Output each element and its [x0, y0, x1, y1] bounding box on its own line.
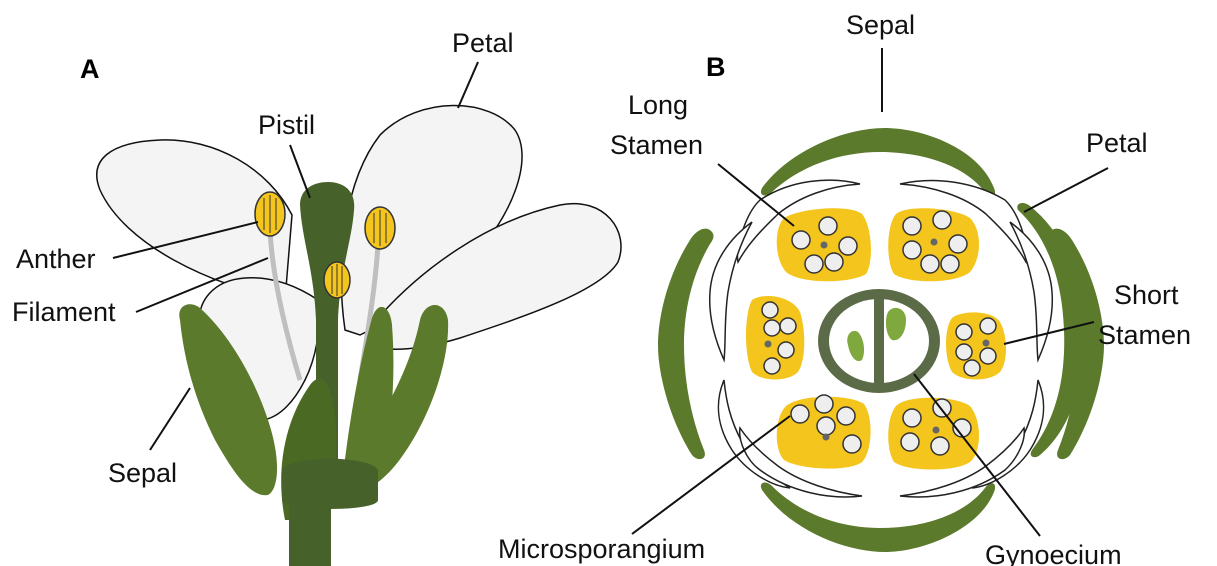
long-stamen-bottom-left [777, 395, 871, 469]
label-long-stamen-line2: Stamen [610, 130, 703, 160]
leader-sepal-a [150, 388, 190, 450]
sepal-b-left [658, 229, 713, 459]
anther-left [255, 192, 285, 236]
label-short-stamen-line1: Short [1114, 280, 1179, 310]
label-microsporangium: Microsporangium [498, 534, 705, 564]
short-stamen-left [746, 296, 804, 380]
label-sepal-b: Sepal [846, 10, 915, 40]
long-stamen-top-right [888, 208, 979, 281]
sepal-b-bottom [761, 483, 995, 552]
anther-right [365, 207, 395, 249]
label-sepal-a: Sepal [108, 458, 177, 488]
leader-petal-b [1024, 168, 1108, 212]
label-pistil: Pistil [258, 110, 315, 140]
long-stamen-bottom-right [888, 398, 979, 470]
label-long-stamen-line1: Long [628, 90, 688, 120]
gynoecium-shape [818, 289, 940, 393]
label-petal-b: Petal [1086, 128, 1148, 158]
panel-label-b: B [706, 52, 726, 82]
label-gynoecium: Gynoecium [985, 540, 1122, 566]
label-anther: Anther [16, 244, 96, 274]
panel-label-a: A [80, 54, 100, 84]
pedicel [289, 500, 331, 566]
label-petal-a: Petal [452, 28, 514, 58]
leader-pistil [290, 145, 310, 198]
anther-short [324, 262, 350, 298]
flower-side-view: A Petal Pistil Anther Filament Sepal [12, 28, 621, 566]
label-short-stamen-line2: Stamen [1098, 320, 1191, 350]
label-filament: Filament [12, 297, 116, 327]
short-stamen-right [946, 312, 1006, 379]
floral-diagram-cross-section: B Sepal Long Stamen Petal Short Stamen M… [498, 10, 1191, 566]
leader-petal-a [458, 62, 478, 108]
long-stamen-top-left [777, 208, 871, 281]
